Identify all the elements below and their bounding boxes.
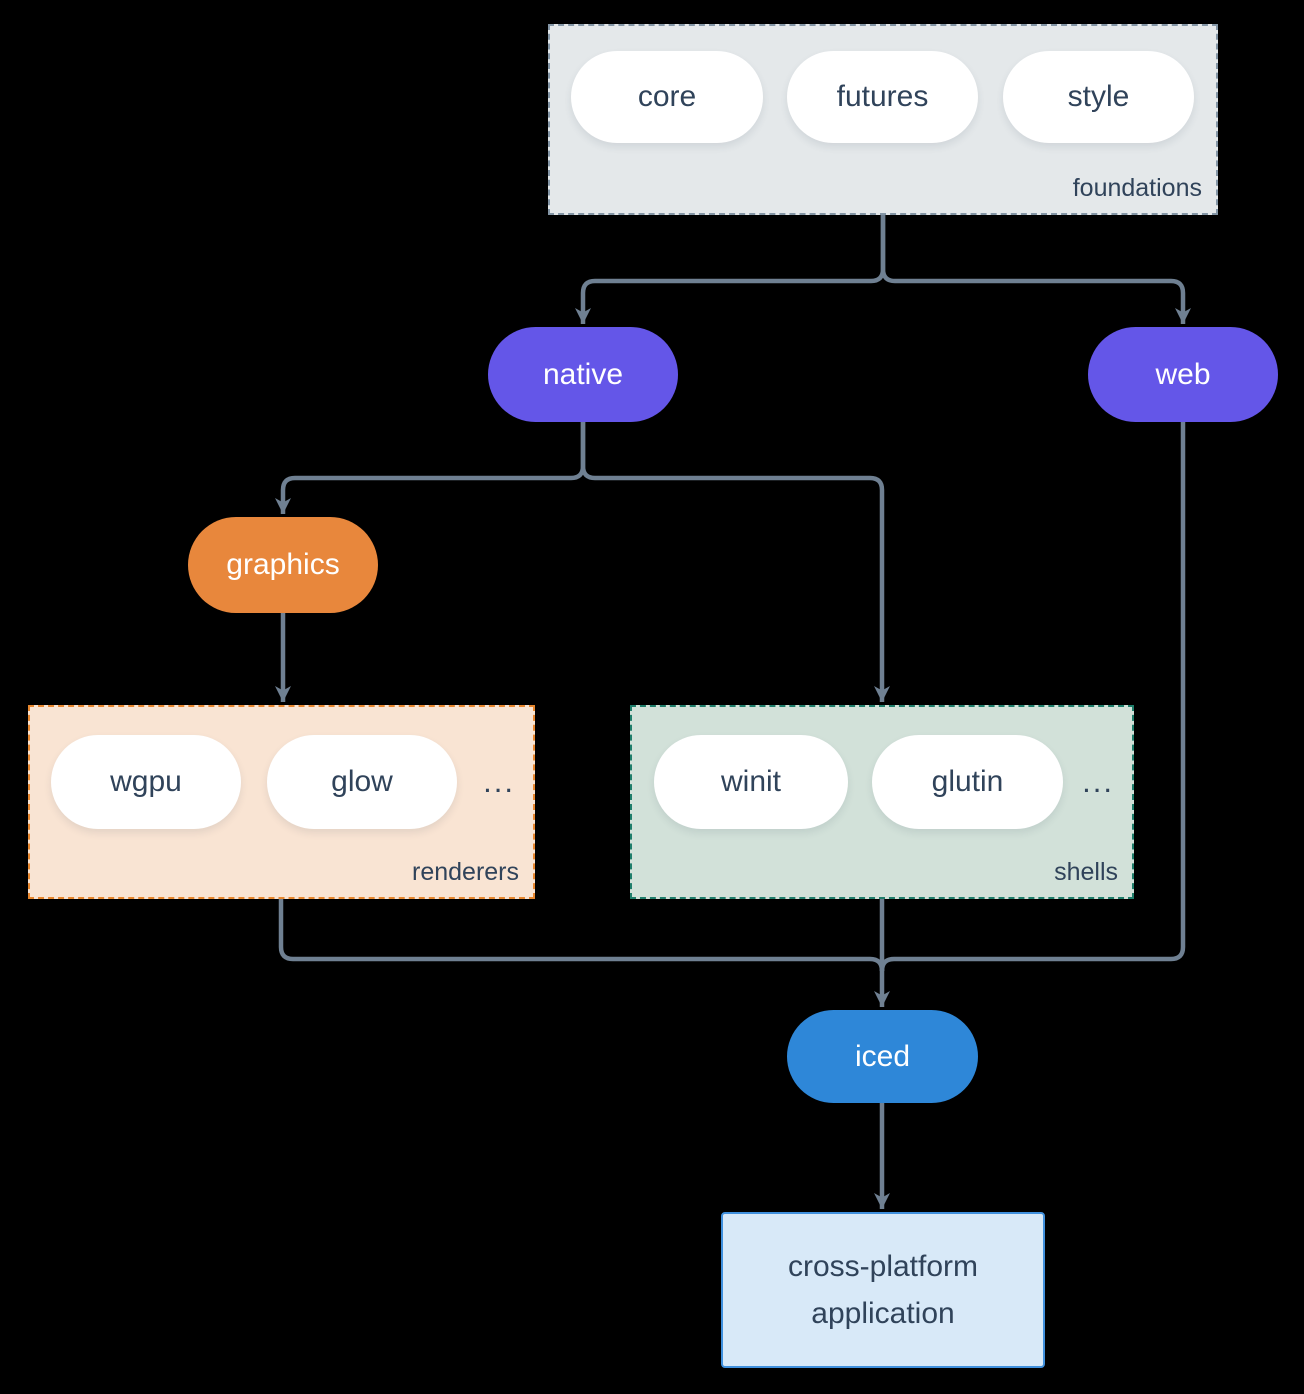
node-futures: futures [787,51,978,143]
node-core: core [571,51,763,143]
renderers-ellipsis: ... [483,764,515,799]
edge-foundations-to-native [575,215,886,324]
shells-ellipsis: ... [1082,764,1114,799]
node-wgpu: wgpu [51,735,241,829]
group-shells-label: shells [1054,858,1118,886]
node-graphics: graphics [188,517,378,613]
group-renderers-label: renderers [412,858,519,886]
node-style: style [1003,51,1194,143]
node-winit: winit [654,735,848,829]
node-cross-platform-application: cross-platform application [721,1212,1045,1368]
edge-native-to-shells [580,420,890,702]
edge-native-to-graphics [275,420,586,514]
group-renderers: wgpu glow ... renderers [28,705,535,899]
node-web: web [1088,327,1278,422]
node-glutin: glutin [872,735,1063,829]
node-native: native [488,327,678,422]
node-glow: glow [267,735,457,829]
edge-foundations-to-web [880,215,1191,324]
group-shells: winit glutin ... shells [630,705,1134,899]
group-foundations-label: foundations [1072,174,1202,202]
edge-renderers-to-merge [278,899,885,972]
node-iced: iced [787,1010,978,1103]
group-foundations: core futures style foundations [548,24,1218,215]
